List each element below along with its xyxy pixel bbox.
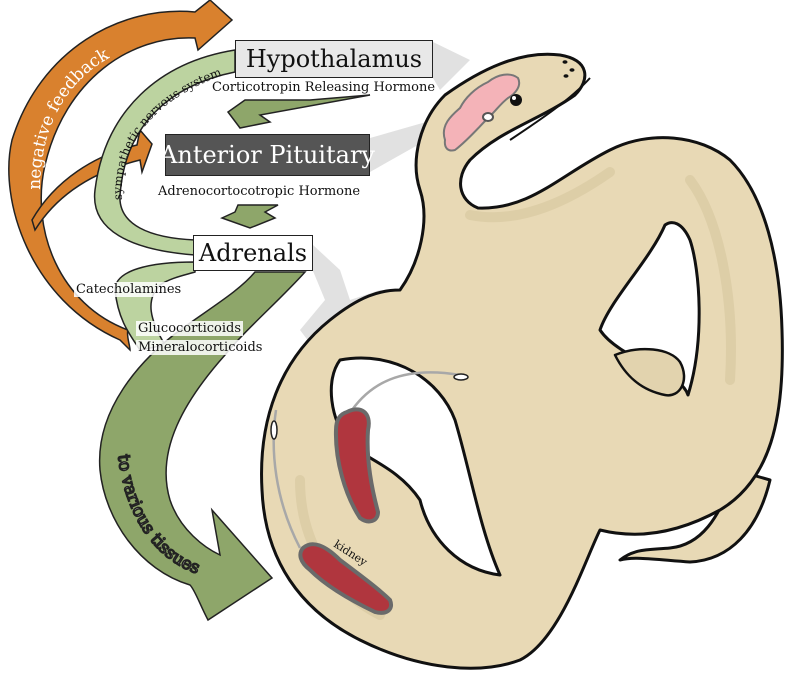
crh-arrow: [226, 94, 371, 129]
pituitary-gland: [482, 112, 494, 122]
snake-mouth-line: [509, 77, 591, 141]
crh-label: Corticotropin Releasing Hormone: [212, 80, 436, 95]
hypothalamus-box: Hypothalamus: [235, 40, 433, 78]
anterior-pituitary-box: Anterior Pituitary: [160, 134, 375, 176]
acth-arrow: [220, 204, 279, 229]
cloaca-mark-upper: [453, 373, 469, 381]
acth-label: Adrenocortocotropic Hormone: [158, 184, 361, 199]
snake-head: [442, 60, 591, 152]
nostril-1: [562, 60, 568, 64]
snake-eye-highlight: [512, 96, 516, 100]
adrenals-label: Adrenals: [198, 239, 308, 267]
hypothalamus-label: Hypothalamus: [245, 45, 423, 73]
adrenals-box: Adrenals: [193, 235, 313, 271]
mineralocorticoids-label: Mineralocorticoids: [136, 340, 265, 355]
kidney-lower: [298, 542, 393, 615]
nostril-2: [569, 68, 575, 72]
brain: [442, 73, 521, 152]
kidneys: [298, 407, 393, 615]
snake-lower-coil: [613, 347, 686, 397]
anterior-pituitary-label: Anterior Pituitary: [160, 141, 375, 169]
connector-hypothalamus: [433, 42, 470, 90]
kidney-upper: [333, 407, 381, 524]
negative-feedback-shape: [8, 0, 234, 352]
nostril-3: [563, 74, 569, 78]
cloaca-mark-left: [270, 420, 278, 440]
snake-eye: [510, 94, 522, 106]
catecholamines-label: Catecholamines: [74, 282, 184, 297]
snake: [260, 52, 784, 670]
sympathetic-arrow: sympathetic nervous system: [93, 49, 236, 351]
snake-body: [260, 52, 784, 670]
snake-loop-hole-right: [598, 221, 701, 397]
glucocorticoids-label: Glucocorticoids: [136, 321, 243, 336]
